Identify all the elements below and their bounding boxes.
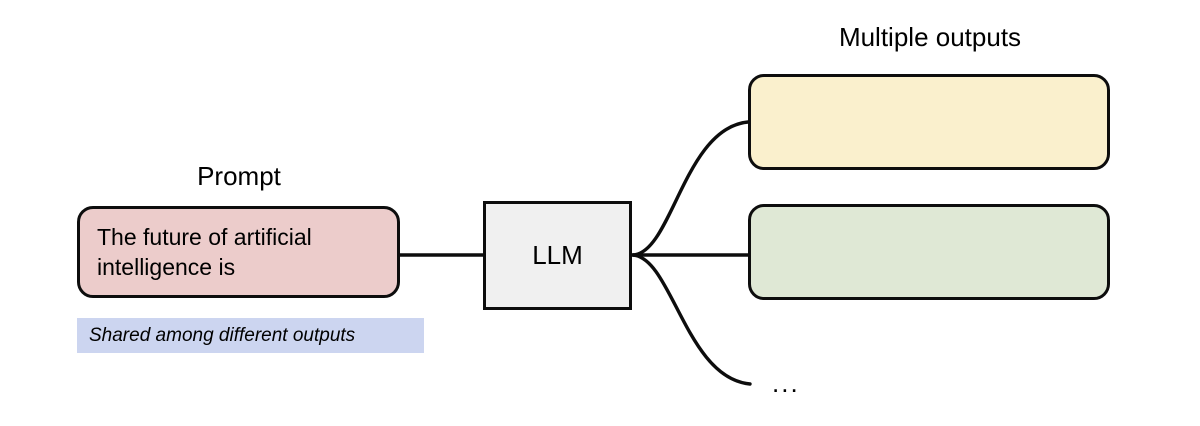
- edge-llm-to-more-outputs: [631, 253, 752, 386]
- shared-note-text: Shared among different outputs: [89, 324, 356, 346]
- edge-llm-to-output-1: [631, 120, 750, 257]
- prompt-title: Prompt: [197, 161, 281, 191]
- prompt-node[interactable]: The future of artificial intelligence is: [77, 206, 400, 298]
- prompt-node-text: The future of artificial intelligence is: [97, 224, 312, 280]
- llm-node[interactable]: LLM: [483, 201, 632, 310]
- output-node-1[interactable]: [748, 74, 1110, 170]
- more-outputs-ellipsis: ...: [772, 368, 800, 398]
- output-node-2[interactable]: [748, 204, 1110, 300]
- llm-node-label: LLM: [532, 240, 583, 270]
- shared-note-banner: Shared among different outputs: [77, 318, 424, 353]
- outputs-title: Multiple outputs: [838, 22, 1022, 52]
